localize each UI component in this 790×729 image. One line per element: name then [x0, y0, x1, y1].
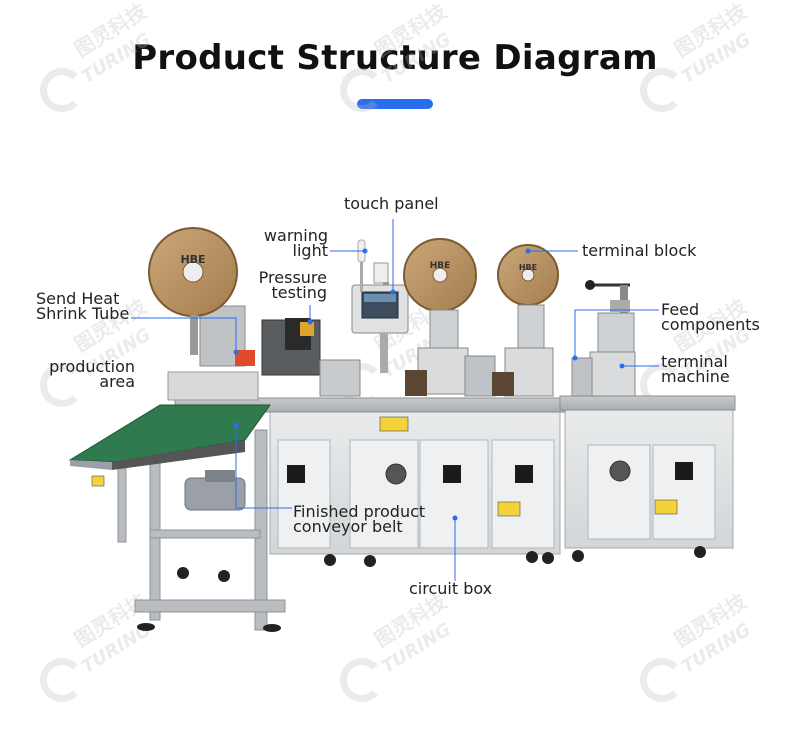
reel-2: HBE — [403, 238, 477, 312]
conveyor-belt — [68, 404, 271, 470]
label-circuit-box: circuit box — [409, 579, 493, 598]
production-area — [167, 305, 361, 401]
label-feed-components: Feed components — [661, 300, 760, 334]
page-title: Product Structure Diagram — [132, 38, 658, 78]
title-accent-bar — [357, 99, 433, 109]
label-finished-product-conveyor-belt: Finished product conveyor belt — [293, 502, 426, 536]
reel-1: HBE — [148, 227, 238, 355]
pointer-lines — [131, 219, 659, 581]
terminal-machine-3 — [571, 280, 636, 397]
label-terminal-machine: terminal machine — [661, 352, 730, 386]
reel-2-label: HBE — [430, 261, 451, 271]
label-pressure-testing: Pressure testing — [258, 268, 327, 302]
cabinet-main — [91, 395, 736, 567]
label-production-area: production area — [49, 357, 135, 391]
terminal-machine-1 — [405, 309, 496, 397]
warning-light — [357, 239, 366, 292]
reel-3-label: HBE — [519, 263, 537, 272]
conveyor-motor — [184, 470, 246, 511]
reel-1-label: HBE — [180, 253, 205, 266]
label-warning-light: warning light — [263, 226, 328, 260]
touch-panel-unit — [351, 262, 409, 373]
label-send-heat-shrink-tube: Send Heat Shrink Tube — [36, 289, 130, 323]
label-terminal-block: terminal block — [582, 241, 697, 260]
terminal-machine-2 — [492, 304, 554, 397]
reel-3: HBE — [497, 244, 559, 306]
label-touch-panel: touch panel — [344, 194, 439, 213]
